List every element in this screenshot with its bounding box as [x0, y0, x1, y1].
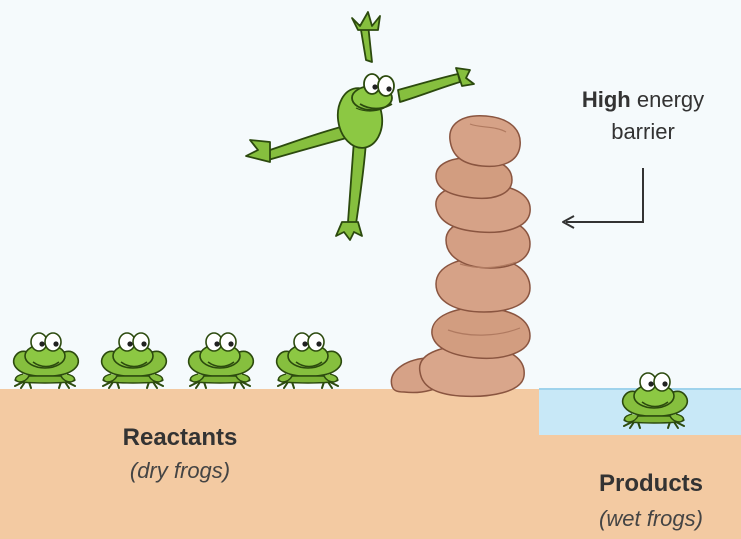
rock	[432, 308, 530, 359]
barrier-label-bold: High	[582, 87, 631, 112]
barrier-label: High energy barrier	[548, 84, 738, 148]
barrier-label-rest: energy	[631, 87, 704, 112]
reactants-subtitle: (dry frogs)	[80, 456, 280, 486]
products-subtitle: (wet frogs)	[556, 504, 741, 534]
rock	[450, 116, 520, 167]
reactants-title: Reactants	[80, 422, 280, 454]
barrier-label-line2: barrier	[548, 116, 738, 148]
products-title: Products	[556, 468, 741, 500]
barrier-label-line1: High energy	[548, 84, 738, 116]
